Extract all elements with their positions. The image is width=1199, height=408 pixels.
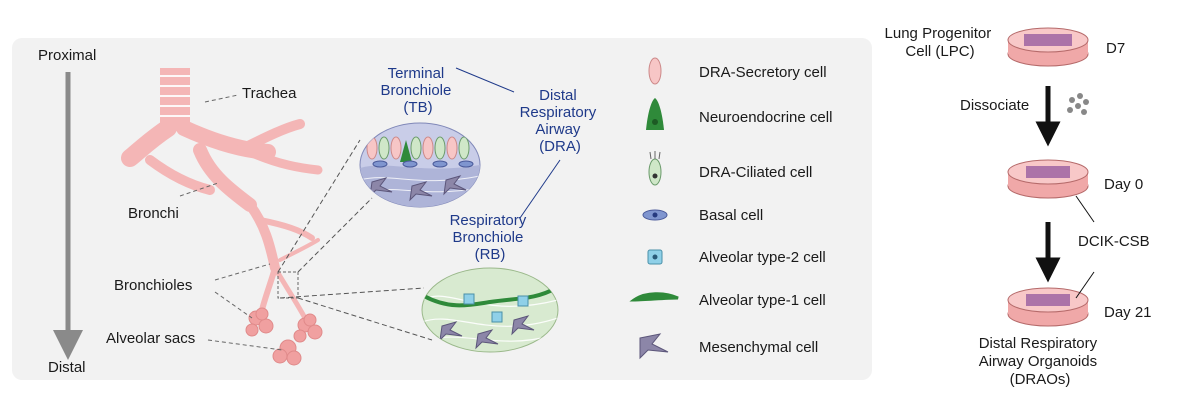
petri-dish-day0 — [1007, 159, 1089, 199]
terminal-bronchiole-inset — [359, 122, 481, 208]
zoom-box — [277, 271, 299, 299]
legend-mesenchymal-label: Mesenchymal cell — [699, 339, 818, 356]
mesenchymal-cell-icon — [639, 333, 669, 360]
day0-label: Day 0 — [1104, 176, 1143, 193]
legend-secretory-label: DRA-Secretory cell — [699, 64, 827, 81]
secretory-cell-icon — [648, 57, 662, 85]
drao-label: Distal Respiratory Airway Organoids (DRA… — [979, 335, 1102, 388]
respiratory-bronchiole-label: Respiratory Bronchiole (RB) — [450, 212, 531, 263]
legend-neuroendocrine-label: Neuroendocrine cell — [699, 109, 832, 126]
legend-ciliated-label: DRA-Ciliated cell — [699, 164, 812, 181]
proximal-label: Proximal — [38, 47, 96, 64]
bronchi-label: Bronchi — [128, 205, 179, 222]
airway-tree — [121, 68, 323, 366]
alveolar-type1-cell-icon — [629, 292, 679, 302]
cells-clump-icon — [1067, 93, 1089, 115]
d7-label: D7 — [1106, 40, 1125, 57]
petri-dish-lpc — [1007, 27, 1089, 67]
ciliated-cell-icon — [648, 151, 662, 186]
legend-at2-label: Alveolar type-2 cell — [699, 249, 826, 266]
alveolar-type2-cell-icon — [647, 249, 663, 265]
distal-label: Distal — [48, 359, 86, 376]
dcik-label: DCIK-CSB — [1078, 233, 1150, 250]
neuroendocrine-cell-icon — [646, 98, 664, 130]
petri-dish-day21 — [1007, 287, 1089, 327]
bronchioles-label: Bronchioles — [114, 277, 192, 294]
dissociate-label: Dissociate — [960, 97, 1029, 114]
terminal-bronchiole-label: Terminal Bronchiole (TB) — [380, 65, 455, 116]
lpc-label: Lung Progenitor Cell (LPC) — [885, 25, 996, 60]
trachea-label: Trachea — [242, 85, 297, 102]
day21-label: Day 21 — [1104, 304, 1152, 321]
dra-label: Distal Respiratory Airway (DRA) — [520, 87, 601, 155]
respiratory-bronchiole-inset — [421, 267, 559, 353]
alveolar-sacs-label: Alveolar sacs — [106, 330, 195, 347]
legend-basal-label: Basal cell — [699, 207, 763, 224]
legend-at1-label: Alveolar type-1 cell — [699, 292, 826, 309]
basal-cell-icon — [642, 209, 668, 221]
